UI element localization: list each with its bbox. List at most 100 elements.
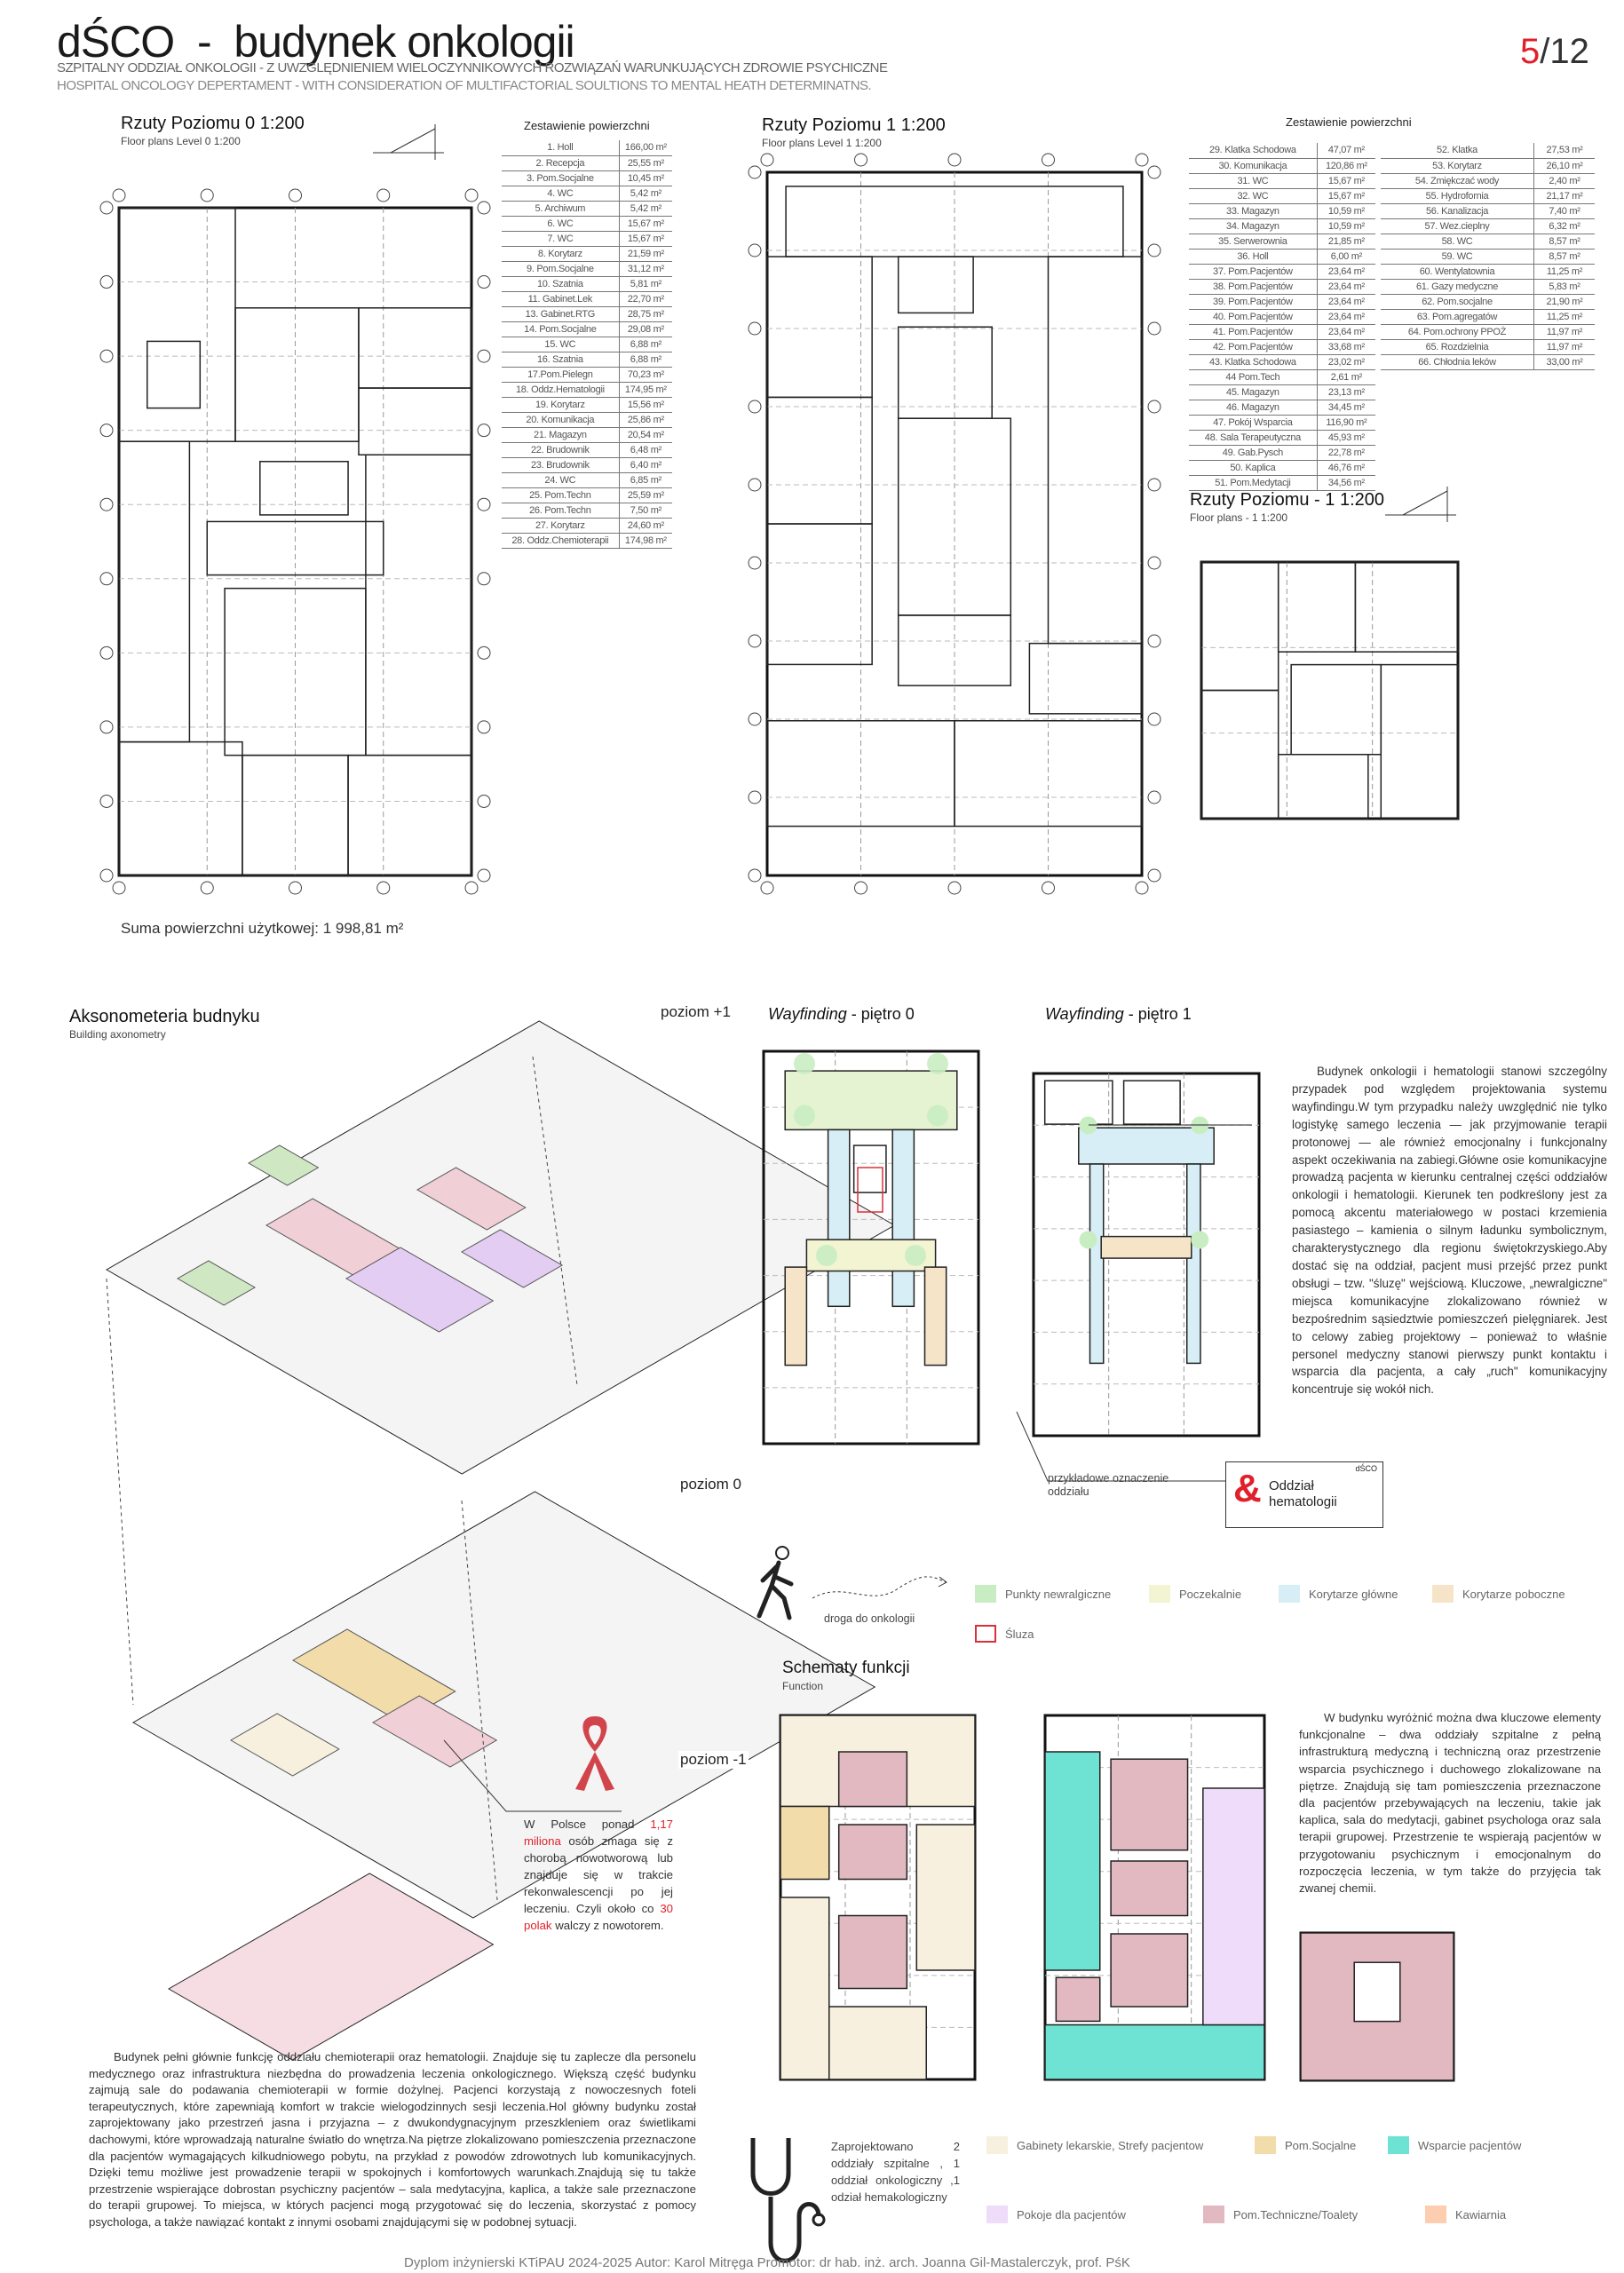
room-name: 35. Serwerownia [1189,234,1318,249]
axis-bubble [748,868,762,883]
axis-bubble [477,572,491,586]
legend-label: Pom.Socjalne [1285,2138,1357,2152]
axis-bubble [289,188,302,202]
axis-bubble [947,881,962,895]
floor-plan-level-0 [99,188,491,895]
legend-swatch [1425,2206,1446,2223]
room-name: 31. WC [1189,173,1318,189]
room [766,256,873,399]
room-area: 5,42 m² [619,201,672,217]
room [915,1824,976,1971]
room-name: 14. Pom.Socjalne [502,321,620,337]
room-area: 174,95 m² [619,382,672,398]
room-name: 3. Pom.Socjalne [502,170,620,186]
room-name: 11. Gabinet.Lek [502,291,620,307]
room-area: 21,90 m² [1533,294,1595,310]
room-name: 17.Pom.Pielegn [502,367,620,383]
room-area: 2,61 m² [1317,369,1375,385]
title-rest: - piętro 0 [846,1005,915,1023]
room-area: 11,25 m² [1533,264,1595,280]
room [1200,561,1279,692]
legend-label: Poczekalnie [1179,1587,1242,1601]
wayfinding-node [794,1053,815,1074]
subtitle-en: HOSPITAL ONCOLOGY DEPERTAMENT - WITH CON… [57,78,872,93]
room-area: 33,68 m² [1317,339,1375,355]
room [118,440,191,743]
room [1277,754,1369,820]
room-name: 38. Pom.Pacjentów [1189,279,1318,295]
room-area: 166,00 m² [619,140,672,156]
stat-text: W Polsce ponad [524,1818,651,1831]
room-name: 15. WC [502,337,620,352]
axis-bubble [477,424,491,438]
stat-text: walczy z nowotorem. [551,1919,664,1932]
title-rest: - piętro 1 [1123,1005,1192,1023]
room [118,207,236,442]
legend-label: Gabinety lekarskie, Strefy pacjentow [1017,2138,1204,2152]
room-area: 26,10 m² [1533,158,1595,174]
room [118,741,243,876]
room-name: 57. Wez.cieplny [1381,218,1535,234]
wayfinding-1-title: Wayfinding - piętro 1 [1045,1005,1192,1024]
axis-bubble [477,720,491,734]
room-name: 20. Komunikacja [502,412,620,428]
legend-swatch [1388,2136,1409,2154]
room [923,1266,947,1366]
legend-item: Kawiarnia [1425,2206,1506,2223]
room-area: 5,42 m² [619,186,672,202]
room-area: 6,88 m² [619,337,672,352]
title-italic: Wayfinding [768,1005,847,1023]
room-area: 8,57 m² [1533,234,1595,249]
room [766,396,873,525]
room-area: 33,00 m² [1533,354,1595,370]
room-name: 42. Pom.Pacjentów [1189,339,1318,355]
room-name: 58. WC [1381,234,1535,249]
room-area: 7,40 m² [1533,203,1595,219]
axis-bubble [748,478,762,492]
room-area: 11,97 m² [1533,339,1595,355]
legend-sluza: Śluza [975,1625,1034,1643]
wayfinding-description: Budynek onkologii i hematologii stanowi … [1292,1065,1607,1397]
room [1044,2024,1265,2080]
room-name: 8. Korytarz [502,246,620,262]
building-axonometry-drawing [105,1020,896,2061]
axis-bubble [99,349,114,363]
function-scheme-level-minus-1 [1299,1931,1455,2082]
room [827,1129,851,1308]
axis-bubble [464,188,479,202]
room [1277,561,1357,653]
north-arrow-icon [1385,487,1456,522]
functions-title: Schematy funkcji [782,1659,910,1677]
room [1200,689,1279,820]
room-area: 21,85 m² [1317,234,1375,249]
projection-line [532,1056,578,1386]
room [954,720,1143,828]
room-name: 1. Holl [502,140,620,156]
path-arrow-icon [812,1576,947,1599]
room-name: 29. Klatka Schodowa [1189,143,1318,159]
axonometry-subtitle: Building axonometry [69,1028,166,1041]
legend-item: Punkty newralgiczne [975,1585,1111,1603]
room [358,387,472,455]
legend-swatch [986,2136,1008,2154]
room-area: 6,40 m² [619,457,672,473]
projection-line [106,1278,134,1706]
room-area: 2,40 m² [1533,173,1595,189]
floor-plan-level-minus-1 [1200,560,1460,820]
room [766,523,873,666]
room-name: 27. Korytarz [502,518,620,534]
label-level-minus1: poziom -1 [678,1751,749,1769]
